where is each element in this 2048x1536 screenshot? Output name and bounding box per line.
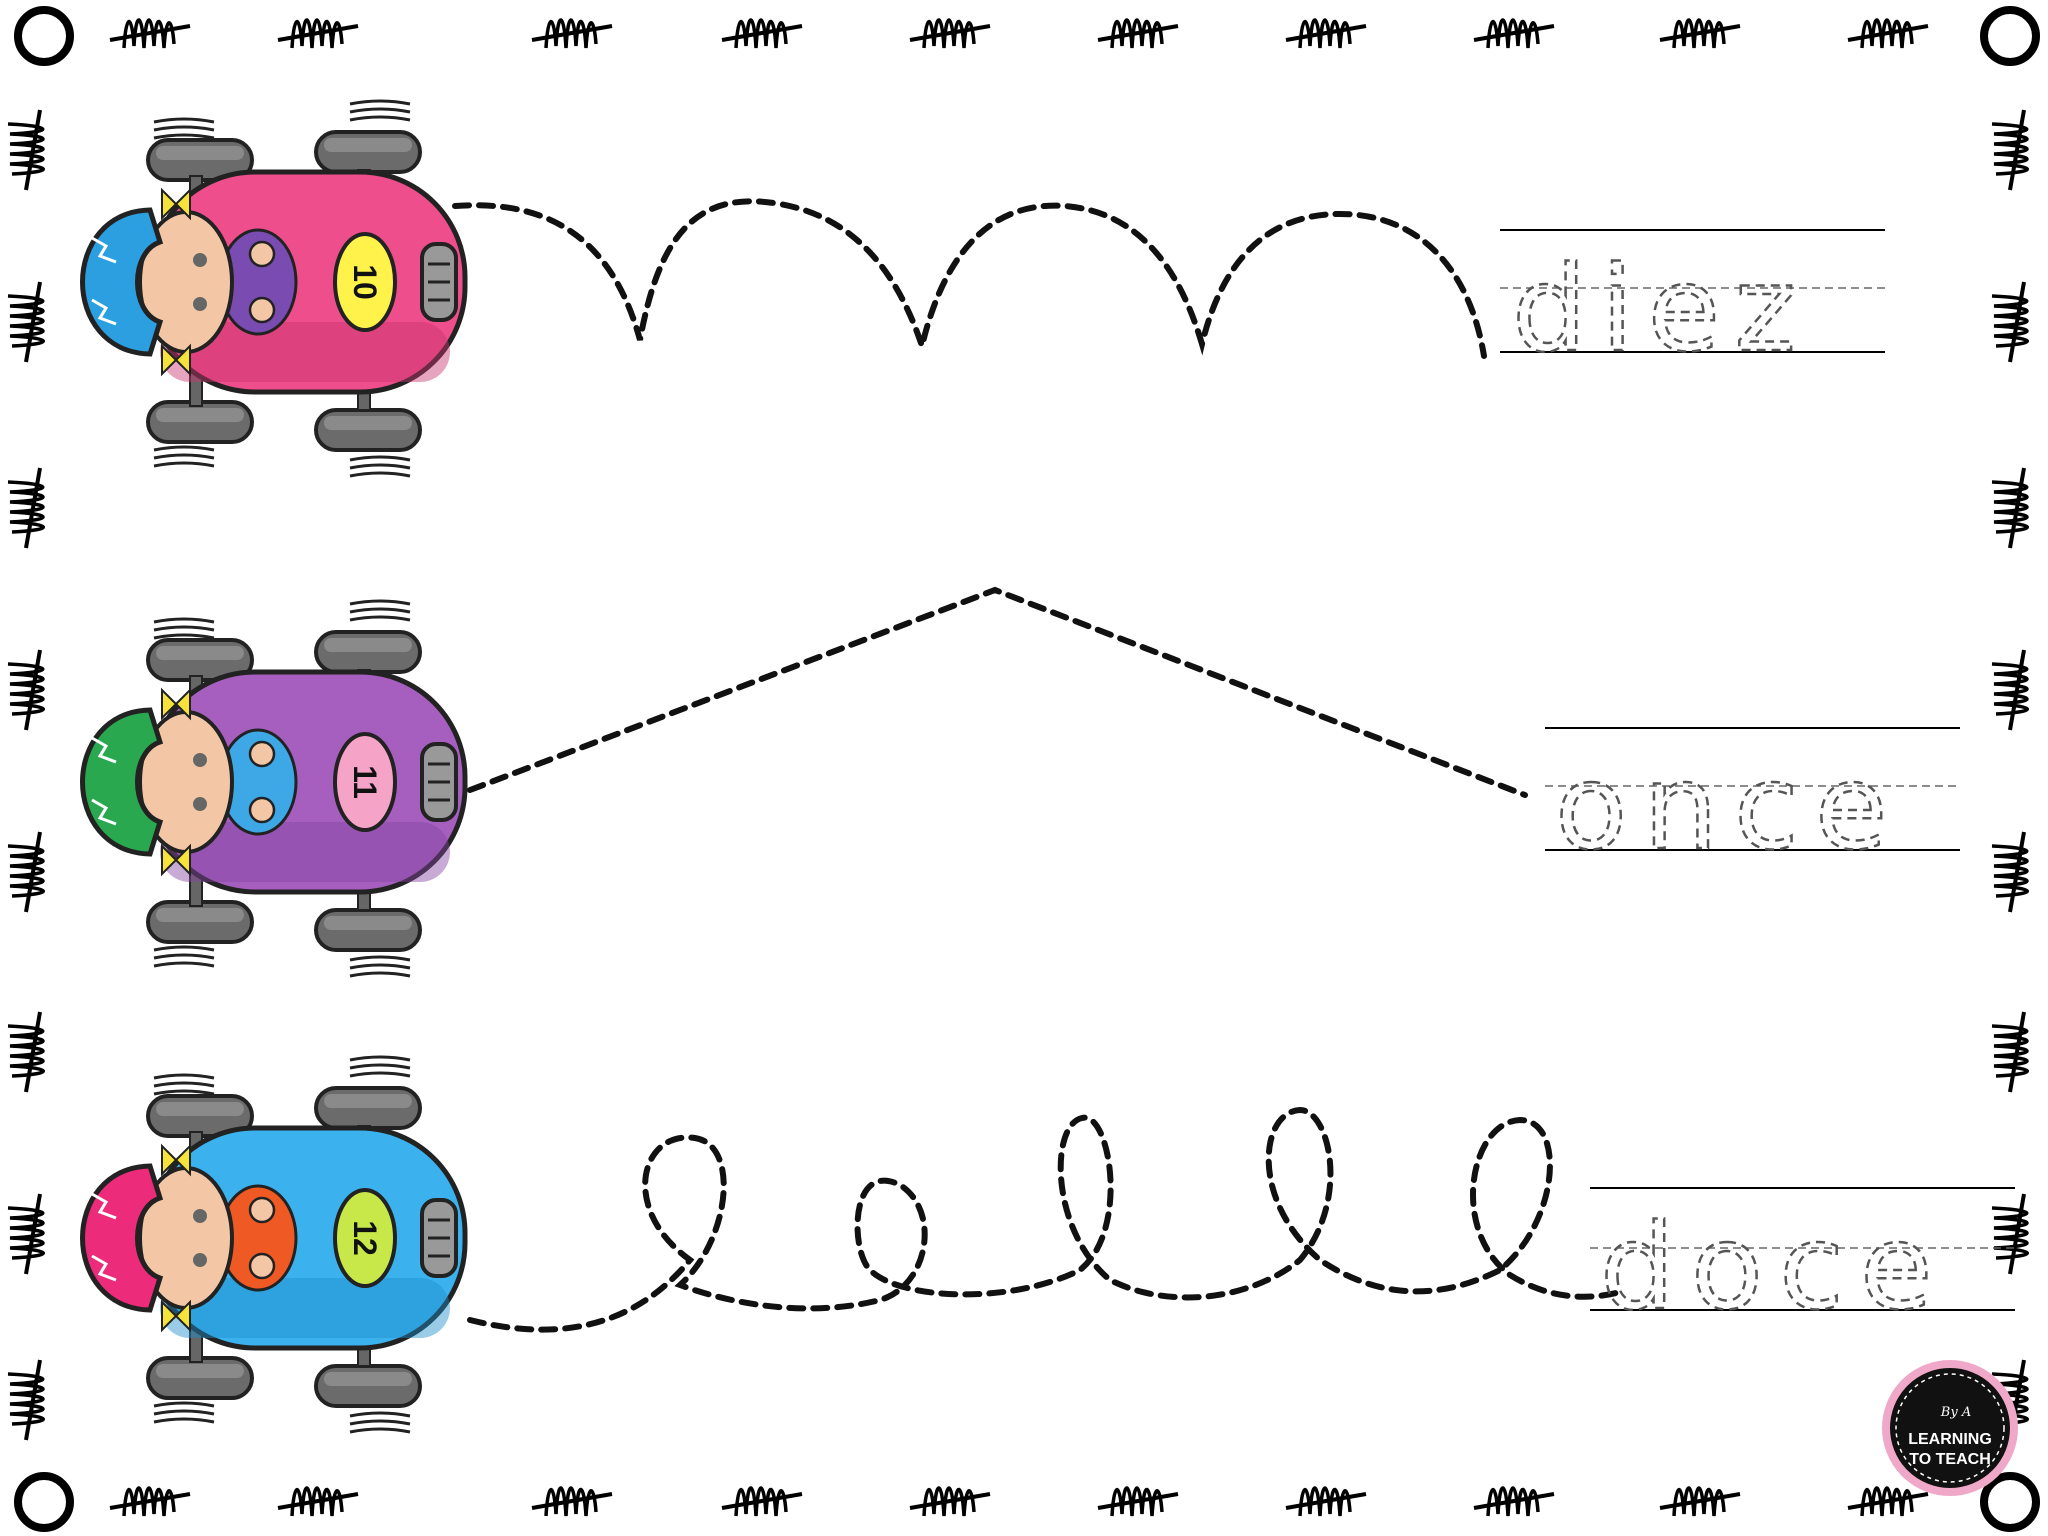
scribble-icon [1990,1010,2030,1094]
scribble-icon [720,17,804,50]
tracing-word-once: once [1555,738,1903,876]
scribble-icon [6,830,46,914]
tracing-path-loops [467,1106,1623,1333]
ring-icon [14,6,74,66]
ring-icon [1980,6,2040,66]
scribble-icon [6,1192,46,1276]
scribble-icon [720,1485,804,1518]
scribble-icon [1846,1485,1930,1518]
writing-lines-doce: doce [1590,1187,2015,1337]
scribble-icon [6,466,46,550]
ring-icon [14,1472,74,1532]
scribble-icon [908,1485,992,1518]
scribble-icon [530,17,614,50]
scribble-icon [1096,1485,1180,1518]
scribble-icon [1472,1485,1556,1518]
scribble-icon [1284,1485,1368,1518]
scribble-icon [276,1485,360,1518]
writing-lines-once: once [1545,727,1960,877]
tracing-word-diez: diez [1512,240,1810,378]
number-badge [333,732,397,832]
scribble-icon [1990,1192,2030,1276]
race-car-icon: 12 [80,1055,468,1434]
brand-logo: By A LEARNING TO TEACH [1882,1360,2018,1496]
cars-layer: 10 11 12 [80,99,468,1434]
scribble-icon [6,280,46,364]
scribble-icon [1472,17,1556,50]
scribble-icon [1990,108,2030,192]
corner-decoration [14,6,2040,1532]
number-badge [333,232,397,332]
scribble-icon [1658,1485,1742,1518]
scribble-icon [6,108,46,192]
scribble-icon [1990,830,2030,914]
scribble-icon [1284,17,1368,50]
logo-line1: By A [1940,1405,1971,1420]
scribble-icon [1990,280,2030,364]
writing-lines-diez: diez [1500,229,1885,379]
race-car-icon: 11 [80,599,468,978]
scribble-icon [108,1485,192,1518]
scribble-icon [6,648,46,732]
scribble-icon [6,1010,46,1094]
scribble-icon [1846,17,1930,50]
scribble-icon [908,17,992,50]
scribble-icon [1990,466,2030,550]
logo-line2: LEARNING [1908,1431,1992,1448]
car-number: 10 [347,264,383,300]
tracing-path-peak [467,586,1528,798]
car-number: 11 [347,765,383,799]
tracing-paths [452,198,1623,1333]
ring-icon [1980,1472,2040,1532]
scribble-icon [530,1485,614,1518]
tracing-word-doce: doce [1600,1198,1949,1336]
scribble-icon [6,1358,46,1442]
scribble-icon [108,17,192,50]
writing-area: diez once doce [1500,229,2015,1337]
scribble-icon [276,17,360,50]
tracing-path-scallops [452,198,1487,359]
logo-line3: TO TEACH [1909,1451,1990,1468]
number-badge [333,1188,397,1288]
race-car-icon: 10 [80,99,468,478]
scribble-icon [1990,648,2030,732]
car-number: 12 [347,1220,383,1256]
scribble-icon [1658,17,1742,50]
scribble-icon [1096,17,1180,50]
